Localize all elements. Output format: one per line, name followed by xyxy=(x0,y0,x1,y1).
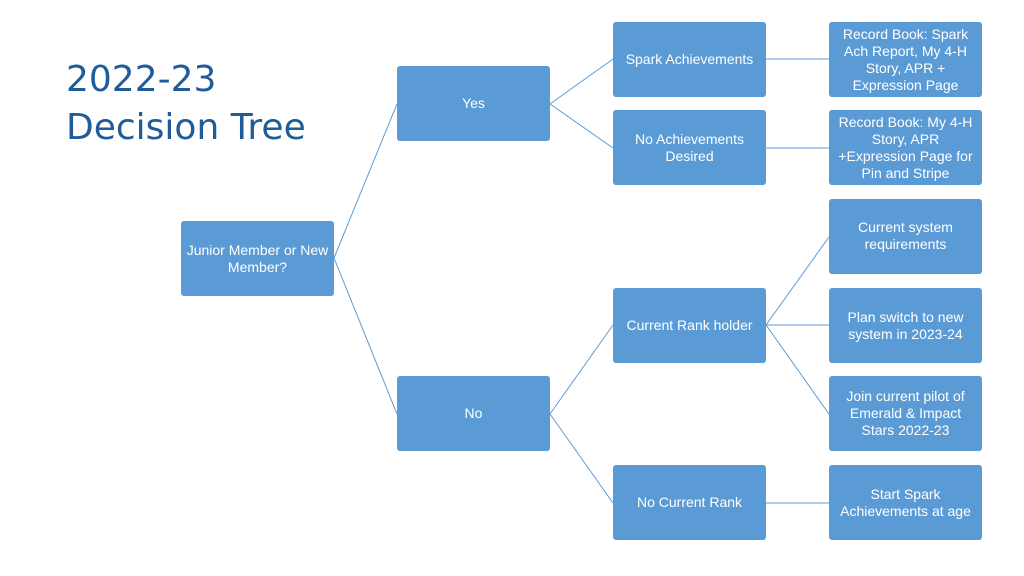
node-start-spark: Start Spark Achievements at age xyxy=(829,465,982,540)
node-no-current-rank: No Current Rank xyxy=(613,465,766,540)
node-spark-achievements: Spark Achievements xyxy=(613,22,766,97)
page-title: 2022-23 Decision Tree xyxy=(66,56,366,152)
node-no-achievements-desired: No Achievements Desired xyxy=(613,110,766,185)
node-current-system: Current system requirements xyxy=(829,199,982,274)
edge-yes-spark xyxy=(549,58,614,105)
node-record-book-spark: Record Book: Spark Ach Report, My 4-H St… xyxy=(829,22,982,97)
edge-rank-pilot xyxy=(765,324,830,415)
node-plan-switch: Plan switch to new system in 2023-24 xyxy=(829,288,982,363)
title-text: Decision Tree xyxy=(66,107,306,148)
edge-rank-current xyxy=(765,236,830,326)
node-join-pilot: Join current pilot of Emerald & Impact S… xyxy=(829,376,982,451)
edge-no-norank xyxy=(549,413,614,504)
title-year: 2022-23 xyxy=(66,59,217,100)
node-yes: Yes xyxy=(397,66,550,141)
edge-no-rankholder xyxy=(549,324,614,415)
node-record-book-pin-stripe: Record Book: My 4-H Story, APR +Expressi… xyxy=(829,110,982,185)
edge-yes-noach xyxy=(549,103,614,149)
node-root: Junior Member or New Member? xyxy=(181,221,334,296)
edge-root-yes xyxy=(333,103,398,259)
node-current-rank-holder: Current Rank holder xyxy=(613,288,766,363)
edge-root-no xyxy=(333,257,398,415)
node-no: No xyxy=(397,376,550,451)
